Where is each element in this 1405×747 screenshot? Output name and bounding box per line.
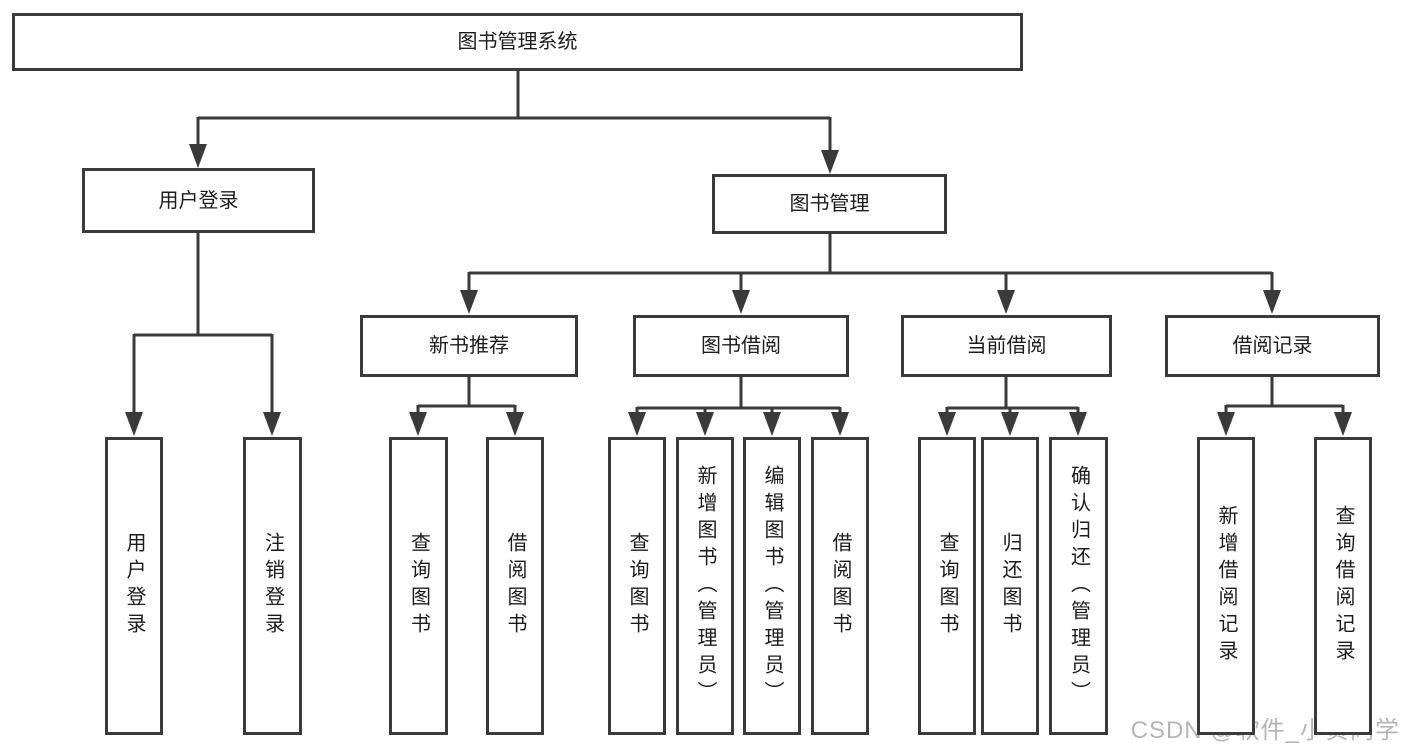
node-borrow-record-label: 借阅记录 [1232,335,1313,357]
arrowhead-icon [821,150,839,174]
leaf-logout: 注销登录 [243,437,302,735]
leaf-borrow-book: 借阅图书 [811,437,869,735]
arrowhead-icon [1069,412,1087,436]
leaf-edit-book-admin-label: 编辑图书（管理员） [761,464,783,708]
arrowhead-icon [997,290,1015,314]
leaf-current-query-book-label: 查询图书 [936,532,958,640]
leaf-recommend-borrow-book: 借阅图书 [486,437,544,735]
arrowhead-icon [506,412,524,436]
leaf-user-login-label: 用户登录 [123,532,145,640]
leaf-return-book-label: 归还图书 [999,532,1021,640]
arrowhead-icon [696,412,714,436]
arrowhead-icon [460,290,478,314]
leaf-borrow-query-book-label: 查询图书 [626,532,648,640]
node-book-borrow: 图书借阅 [633,315,849,377]
leaf-add-book-admin-label: 新增图书（管理员） [694,464,716,708]
leaf-recommend-borrow-book-label: 借阅图书 [504,532,526,640]
arrowhead-icon [732,290,750,314]
arrowhead-icon [263,412,281,436]
arrowhead-icon [1263,290,1281,314]
node-current-borrow: 当前借阅 [901,315,1112,377]
node-root: 图书管理系统 [12,13,1023,71]
arrowhead-icon [763,412,781,436]
leaf-add-book-admin: 新增图书（管理员） [676,437,734,735]
leaf-current-query-book: 查询图书 [918,437,976,735]
node-book-management-label: 图书管理 [789,193,870,215]
leaf-add-borrow-record: 新增借阅记录 [1197,437,1255,735]
arrowhead-icon [1334,412,1352,436]
node-book-borrow-label: 图书借阅 [701,335,781,357]
node-current-borrow-label: 当前借阅 [966,335,1047,357]
arrowhead-icon [125,412,143,436]
leaf-logout-label: 注销登录 [261,532,284,640]
node-book-management: 图书管理 [712,174,947,234]
leaf-add-borrow-record-label: 新增借阅记录 [1215,505,1237,667]
leaf-confirm-return-admin-label: 确认归还（管理员） [1067,464,1090,708]
leaf-query-borrow-record-label: 查询借阅记录 [1332,505,1354,667]
node-new-book-recommend-label: 新书推荐 [429,335,509,357]
node-root-label: 图书管理系统 [457,31,578,53]
arrowhead-icon [409,412,427,436]
arrowhead-icon [831,412,849,436]
node-user-login-label: 用户登录 [158,189,239,212]
arrowhead-icon [938,412,956,436]
leaf-user-login: 用户登录 [105,437,163,735]
arrowhead-icon [1001,412,1019,436]
leaf-recommend-query-book: 查询图书 [389,437,448,735]
leaf-edit-book-admin: 编辑图书（管理员） [743,437,801,735]
leaf-confirm-return-admin: 确认归还（管理员） [1049,437,1108,735]
leaf-recommend-query-book-label: 查询图书 [407,532,430,640]
node-new-book-recommend: 新书推荐 [360,315,578,377]
arrowhead-icon [628,412,646,436]
leaf-borrow-query-book: 查询图书 [608,437,666,735]
node-user-login: 用户登录 [82,168,315,233]
leaf-query-borrow-record: 查询借阅记录 [1314,437,1372,735]
arrowhead-icon [1217,412,1235,436]
leaf-borrow-book-label: 借阅图书 [829,532,851,640]
leaf-return-book: 归还图书 [981,437,1039,735]
arrowhead-icon [189,144,207,168]
node-borrow-record: 借阅记录 [1165,315,1380,377]
